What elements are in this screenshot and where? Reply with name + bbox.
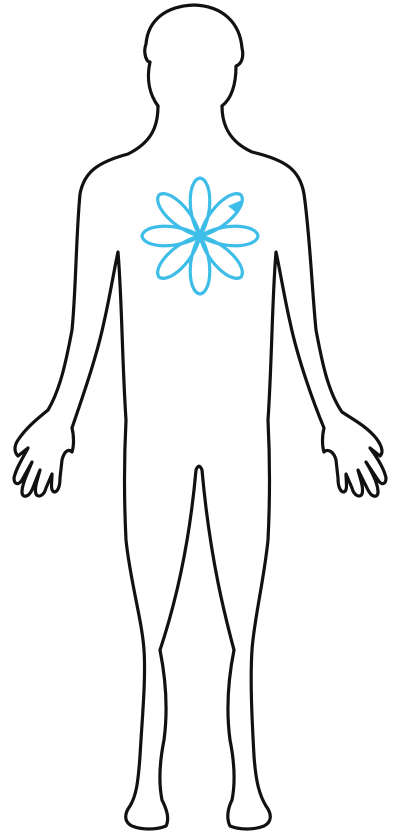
petal (190, 236, 210, 294)
body-right-outline (222, 106, 386, 829)
body-left-outline (14, 106, 168, 829)
petal (190, 178, 210, 236)
petal (200, 226, 258, 246)
inner-legs-outline (160, 466, 234, 650)
petal (142, 226, 200, 246)
rotation-arrow-icon (228, 200, 242, 214)
petal (152, 188, 207, 243)
head-outline (145, 5, 243, 106)
flower-symbol (142, 178, 258, 294)
